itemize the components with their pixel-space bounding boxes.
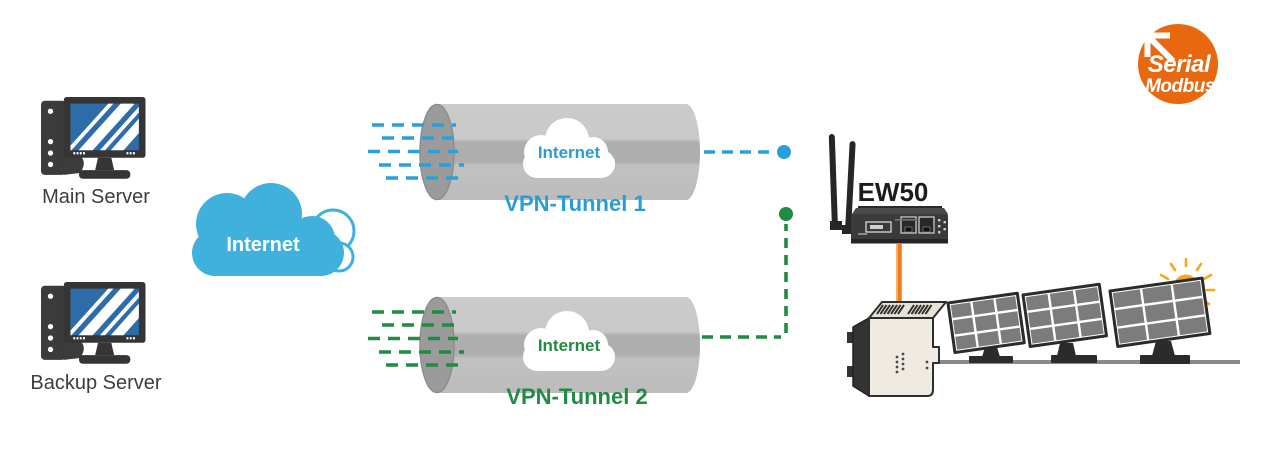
vpn-tunnel-2: Internet VPN-Tunnel 2: [368, 207, 793, 409]
badge-serial-label: Serial: [1148, 51, 1212, 78]
serial-modbus-badge: Serial Modbus: [1138, 24, 1218, 104]
badge-modbus-label: Modbus: [1145, 76, 1215, 97]
vpn-tunnel-1: Internet VPN-Tunnel 1: [368, 103, 791, 216]
antenna-icon: [828, 134, 856, 234]
main-server-label: Main Server: [42, 186, 150, 208]
internet-cloud-label: Internet: [226, 234, 300, 256]
solar-panel-icon: [946, 291, 1026, 363]
ethernet-port-icon: [900, 216, 935, 234]
tunnel-2-endpoint-dot: [779, 207, 793, 221]
solar-panel-icon: [1021, 282, 1108, 363]
tunnel-2-cloud-label: Internet: [538, 336, 601, 355]
arrow-up-left-icon: [1144, 32, 1176, 64]
ew50-label: EW50: [858, 177, 929, 207]
vpn-tunnel-1-inflow-dashes: [368, 123, 464, 180]
power-meter-icon: [847, 301, 947, 397]
ew50-router-icon: [828, 134, 948, 244]
vpn-tunnel-1-label: VPN-Tunnel 1: [504, 191, 645, 216]
backup-server-icon: [41, 282, 149, 364]
backup-server-label: Backup Server: [30, 372, 162, 394]
vpn-tunnel-2-label: VPN-Tunnel 2: [506, 384, 647, 409]
solar-panel-icon: [1108, 276, 1212, 364]
main-server-icon: [41, 97, 149, 179]
vpn-tunnel-2-inflow-dashes: [368, 310, 464, 367]
internet-cloud-icon: Internet: [192, 183, 356, 276]
tunnel-1-cloud-label: Internet: [538, 143, 601, 162]
tunnel-1-endpoint-dot: [777, 145, 791, 159]
